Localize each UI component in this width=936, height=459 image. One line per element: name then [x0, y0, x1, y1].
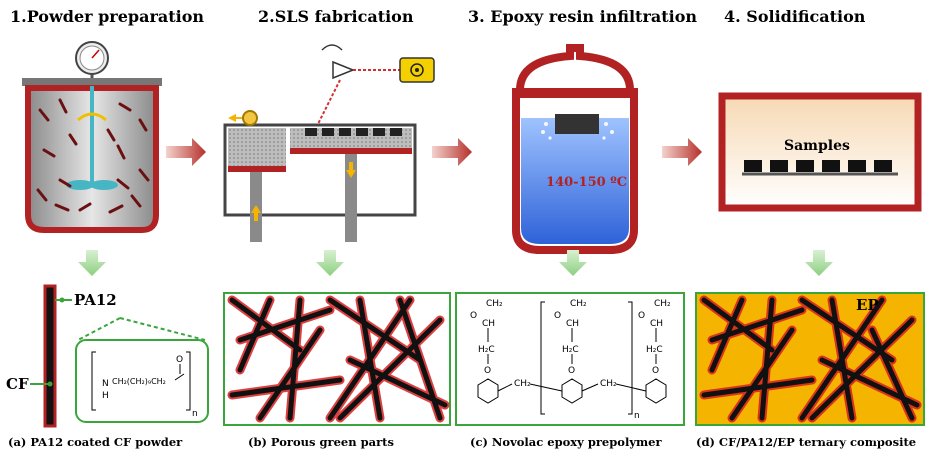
arrow-down-icon — [78, 250, 106, 276]
epoxy-unit-2: CH₂ O CH H₂C O — [554, 299, 587, 404]
watermark: 南极熊3D打印 — [814, 428, 897, 444]
arrow-right-icon — [432, 138, 472, 166]
chem-ch2-3: CH₂ — [654, 299, 671, 309]
powder-vessel — [22, 41, 162, 233]
temperature-label: 140-150 ºC — [546, 175, 627, 190]
fiber-network — [227, 295, 450, 423]
caption-b: (b) Porous green parts — [248, 435, 394, 449]
chem-h2c-1: H₂C — [478, 345, 495, 355]
curing-oven: Samples — [718, 92, 922, 212]
pa-o-atom: O — [176, 355, 183, 365]
step-3-title: 3. Epoxy resin infiltration — [468, 7, 697, 26]
pa-chain: CH₂(CH₂)₉CH₂ — [112, 377, 166, 386]
panel-a: PA12 CF N H CH₂(CH₂)₉CH₂ O n — [6, 284, 209, 428]
panel-c: CH₂ O CH H₂C O n CH₂ O CH H₂C O CH₂ O — [455, 292, 685, 426]
pa-n-subscript: n — [192, 409, 198, 419]
chem-n-subscript: n — [634, 411, 640, 421]
arrow-right-icon — [166, 138, 206, 166]
chem-ch-3: CH — [650, 319, 663, 329]
mirror-icon — [332, 60, 356, 80]
chem-ch2-link-2: CH₂ — [600, 379, 617, 389]
cf-label: CF — [6, 375, 29, 393]
step-2-title: 2.SLS fabrication — [258, 7, 414, 26]
samples-label: Samples — [784, 138, 850, 154]
chem-ch2-1: CH₂ — [486, 299, 503, 309]
pa-n-atom: N — [102, 379, 109, 389]
step-1-title: 1.Powder preparation — [10, 7, 204, 26]
chem-o-ether-2: O — [568, 366, 575, 376]
process-arrows — [166, 138, 702, 166]
pa12-label: PA12 — [74, 291, 117, 309]
chem-o-1: O — [470, 311, 477, 321]
sls-machine — [223, 44, 435, 242]
pa-h-atom: H — [102, 391, 109, 401]
panel-b — [223, 292, 451, 426]
chem-ch-1: CH — [482, 319, 495, 329]
down-arrows — [78, 250, 833, 276]
chem-ch2-link-1: CH₂ — [514, 379, 531, 389]
chem-ch-2: CH — [566, 319, 579, 329]
chem-o-3: O — [638, 311, 645, 321]
arrow-down-icon — [805, 250, 833, 276]
step-4-title: 4. Solidification — [724, 7, 866, 26]
arrow-down-icon — [316, 250, 344, 276]
chem-o-2: O — [554, 311, 561, 321]
chem-o-ether-3: O — [652, 366, 659, 376]
arrow-down-icon — [559, 250, 587, 276]
caption-c: (c) Novolac epoxy prepolymer — [470, 435, 662, 449]
epoxy-unit-3: CH₂ O CH H₂C O — [638, 299, 671, 404]
arrow-right-icon — [662, 138, 702, 166]
chem-h2c-2: H₂C — [562, 345, 579, 355]
fiber-particles — [36, 98, 150, 214]
ep-label: EP — [856, 296, 879, 314]
chem-ch2-2: CH₂ — [570, 299, 587, 309]
infiltration-vessel: 140-150 ºC — [512, 44, 638, 254]
caption-a: (a) PA12 coated CF powder — [8, 435, 183, 449]
panel-d: EP — [695, 292, 925, 426]
caption-d: (d) CF/PA12/EP ternary composite — [696, 435, 916, 449]
epoxy-unit-1: CH₂ O CH H₂C O — [470, 299, 503, 404]
chem-h2c-3: H₂C — [646, 345, 663, 355]
chem-o-ether-1: O — [484, 366, 491, 376]
